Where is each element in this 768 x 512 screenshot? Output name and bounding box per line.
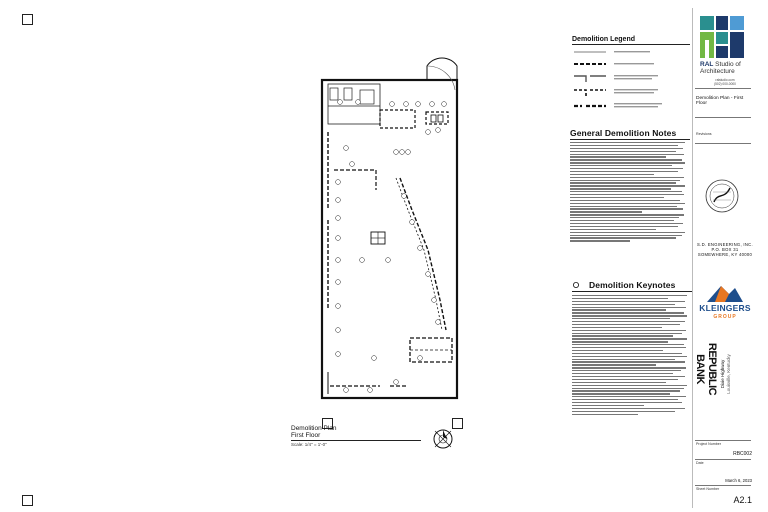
legend-title-rule	[572, 44, 690, 45]
plan-scale: Scale: 1/4" = 1'-0"	[291, 442, 327, 447]
engineer-line3: SOMEWHERE, KY 40000	[697, 252, 753, 257]
date-label: Date	[696, 461, 704, 465]
firm-name-rest: Studio of	[715, 61, 741, 68]
general-demolition-notes: General Demolition Notes	[570, 128, 690, 243]
north-arrow-icon	[433, 429, 453, 449]
legend-title: Demolition Legend	[572, 36, 635, 43]
demolition-keynotes: Demolition Keynotes	[572, 280, 692, 416]
firm-contact-2: (502) 000-0000	[714, 82, 736, 86]
plan-title-line2: First Floor	[291, 431, 321, 439]
keynotes-body	[572, 295, 692, 415]
title-block-rule-1	[695, 88, 751, 89]
engineer-seal-icon	[705, 179, 739, 213]
engineer-info: S.D. ENGINEERING, INC. P.O. BOX 31 SOMEW…	[696, 242, 754, 257]
project-number-label: Project Number	[696, 442, 721, 446]
demolition-floor-plan	[300, 57, 500, 410]
plan-checkbox-left[interactable]	[322, 418, 333, 429]
general-notes-body	[570, 142, 690, 242]
legend-symbols	[574, 51, 662, 108]
client-logo: REPUBLIC BANK	[694, 342, 718, 396]
title-block-rule-6	[695, 485, 751, 486]
plan-title: Demolition Plan First Floor	[291, 425, 337, 439]
ral-logo-icon	[700, 16, 744, 58]
keynote-tag-icon	[573, 282, 579, 288]
general-notes-title-rule	[570, 139, 690, 140]
plan-title-underline	[291, 440, 421, 442]
sheet-checkbox-bottom-left[interactable]	[22, 495, 33, 506]
demolition-legend: Demolition Legend	[572, 36, 690, 45]
keynotes-title-rule	[572, 291, 692, 292]
firm-name: RAL Studio of Architecture	[700, 61, 754, 76]
kleingers-mountain-icon	[707, 286, 743, 302]
sheet-number-label: Sheet Number	[696, 487, 720, 491]
general-notes-title: General Demolition Notes	[570, 128, 677, 138]
project-address: Dixie Highway Louisville, Kentucky	[720, 354, 740, 394]
firm-name-bold: RAL	[700, 61, 714, 68]
floor-plan-drawing	[320, 57, 459, 400]
date-value: March 6, 2023	[725, 478, 752, 483]
sheet-checkbox-top-left[interactable]	[22, 14, 33, 25]
title-block-rule-4	[695, 440, 751, 441]
project-address-2: Louisville, Kentucky	[726, 354, 731, 394]
firm-contact-1: ralstudio.com	[715, 78, 735, 82]
project-number: RBC002	[733, 451, 752, 457]
sheet-number: A2.1	[733, 495, 752, 505]
plan-checkbox-right[interactable]	[452, 418, 463, 429]
title-block-divider	[692, 8, 693, 508]
engineer-line2: P.O. BOX 31	[711, 247, 739, 252]
drawing-title: Demolition Plan - First Floor	[696, 96, 744, 107]
firm-contact: ralstudio.com (502) 000-0000	[710, 78, 740, 86]
consultant-sub: GROUP	[713, 314, 737, 320]
title-block-rule-2	[695, 117, 751, 118]
firm-name-line2: Architecture	[700, 67, 735, 75]
revisions-label: Revisions	[696, 132, 712, 136]
consultant-name: KLEINGERS	[699, 303, 751, 313]
title-block-rule-5	[695, 459, 751, 460]
title-block-rule-3	[695, 143, 751, 144]
plan-title-line1: Demolition Plan	[291, 425, 337, 432]
engineer-line1: S.D. ENGINEERING, INC.	[697, 242, 753, 247]
keynotes-title: Demolition Keynotes	[589, 280, 676, 290]
